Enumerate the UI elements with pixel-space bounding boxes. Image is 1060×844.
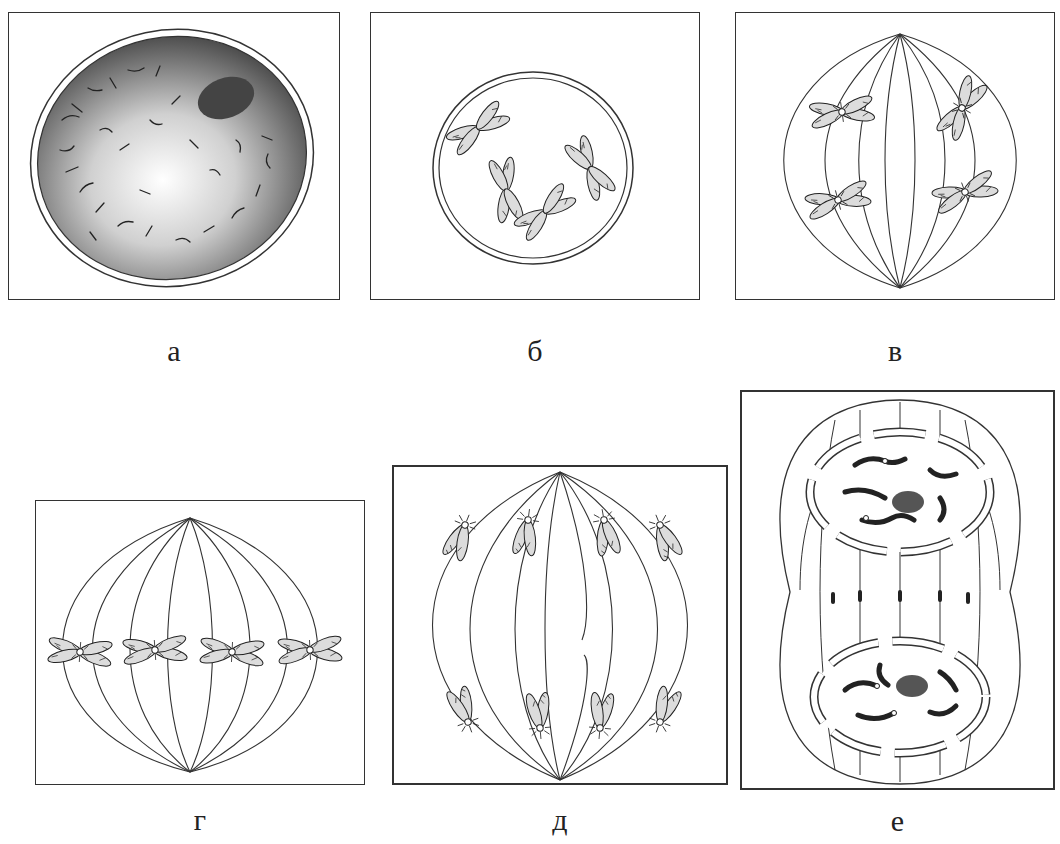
stage-panel: а <box>8 12 340 300</box>
panel-letter: д <box>394 805 726 835</box>
panel-letter: б <box>371 336 699 366</box>
panel-letter: в <box>736 336 1054 366</box>
stage-panel: в <box>735 12 1055 300</box>
panel-letter: г <box>36 805 364 835</box>
stage-panel: г <box>35 500 365 785</box>
stage-panel: д <box>392 465 728 785</box>
stage-panel: е <box>740 390 1055 790</box>
panel-letter: е <box>742 806 1053 836</box>
stage-panel: б <box>370 12 700 300</box>
panel-letter: а <box>9 336 339 366</box>
